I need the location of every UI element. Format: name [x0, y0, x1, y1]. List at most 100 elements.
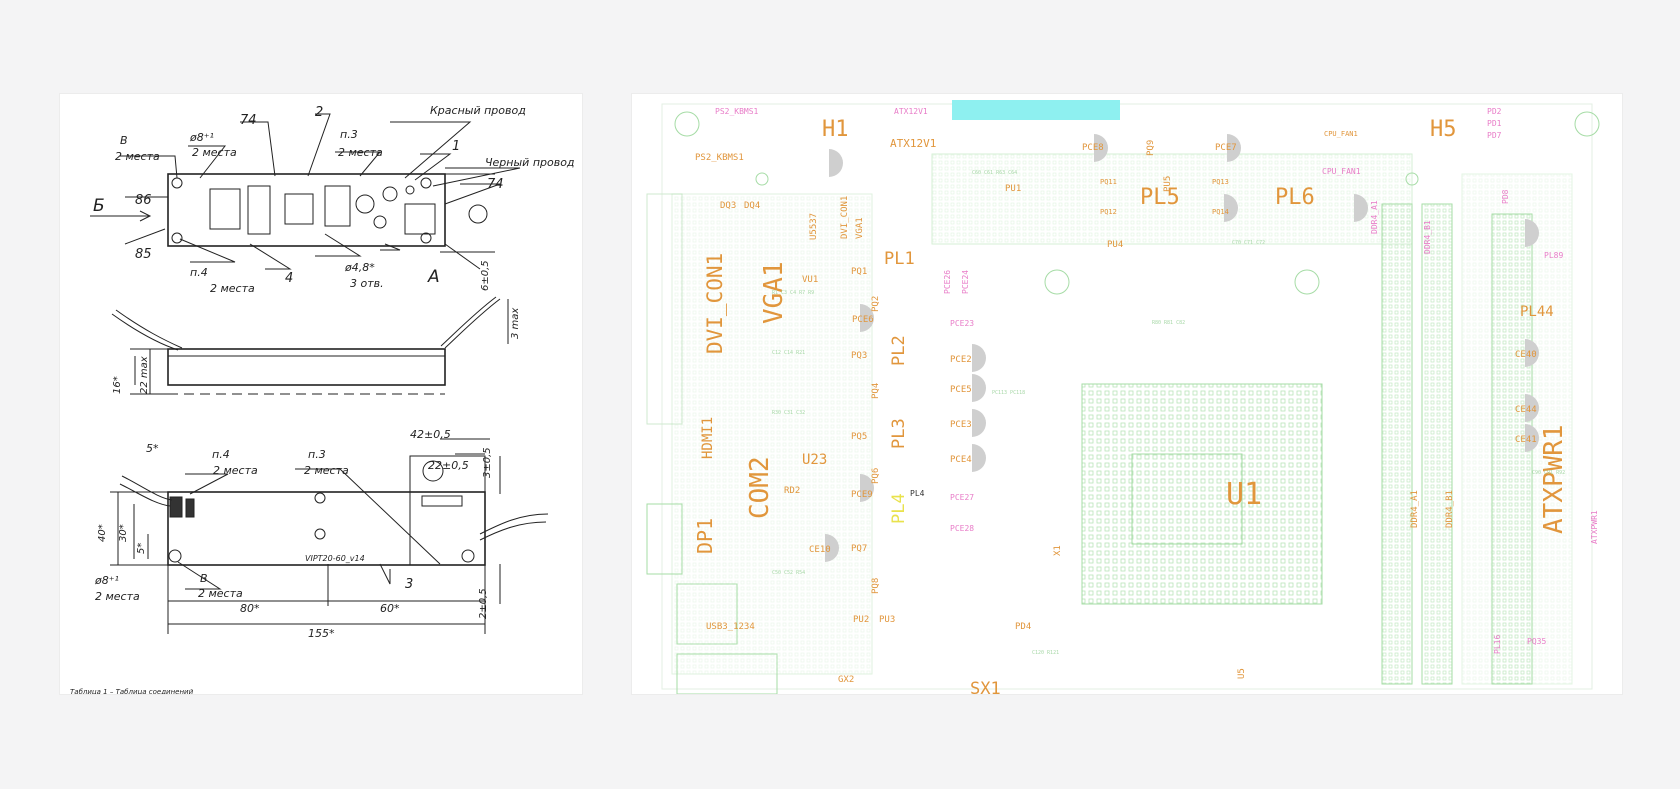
label-vga1-small: VGA1: [855, 217, 865, 239]
label-pce28: PCE28: [950, 524, 974, 533]
label-pq1: PQ1: [851, 267, 867, 277]
label-dvi-con1-small: DVI_CON1: [840, 196, 850, 239]
label-pl3: PL3: [889, 418, 909, 449]
svg-text:ø8⁺¹: ø8⁺¹: [94, 574, 119, 587]
label-pce6: PCE6: [852, 315, 874, 325]
label-pu2: PU2: [853, 615, 869, 625]
svg-text:VIPT20-60_v14: VIPT20-60_v14: [305, 554, 365, 563]
label-pce26: PCE26: [943, 270, 952, 294]
label-x1: X1: [1053, 545, 1063, 556]
label-u1: U1: [1226, 477, 1262, 512]
svg-text:2 места: 2 места: [210, 282, 255, 295]
label-ddr4-a1-pink: DDR4_A1: [1370, 200, 1379, 234]
svg-text:2 места: 2 места: [198, 587, 243, 600]
svg-text:C90 C91 R92: C90 C91 R92: [1532, 470, 1565, 476]
svg-text:22 max: 22 max: [139, 356, 150, 394]
svg-text:C50 C52 R54: C50 C52 R54: [772, 570, 805, 576]
svg-text:5*: 5*: [146, 442, 159, 455]
label-vu1: VU1: [802, 275, 818, 285]
svg-text:2 места: 2 места: [338, 146, 383, 159]
svg-text:C120 R121: C120 R121: [1032, 650, 1059, 656]
label-h1: H1: [822, 117, 849, 142]
svg-text:Таблица 1 – Таблица соединений: Таблица 1 – Таблица соединений: [70, 688, 194, 694]
label-pce5: PCE5: [950, 385, 972, 395]
svg-text:86: 86: [135, 193, 152, 208]
label-pu5: PU5: [1163, 176, 1173, 192]
label-cpu-fan1: CPU_FAN1: [1324, 130, 1358, 138]
label-pd2: PD2: [1487, 107, 1502, 116]
label-pce24: PCE24: [961, 270, 970, 294]
svg-text:C12 C14 R21: C12 C14 R21: [772, 350, 805, 356]
label-pl6: PL6: [1275, 185, 1315, 210]
svg-text:2 места: 2 места: [213, 464, 258, 477]
label-pl16: PL16: [1493, 635, 1502, 654]
pcb-layout-sheet: H1 H5 PL1 PL2 PL3 PL4 PL5 PL6 PL44 VGA1 …: [632, 94, 1622, 694]
label-pd4: PD4: [1015, 622, 1031, 632]
label-pq11: PQ11: [1100, 178, 1117, 186]
svg-text:155*: 155*: [308, 627, 335, 640]
label-ddr4-a1: DDR4_A1: [1410, 490, 1420, 528]
board-top-view: [167, 173, 446, 247]
svg-text:R30 C31 C32: R30 C31 C32: [772, 410, 805, 416]
label-dvi-con1: DVI_CON1: [703, 253, 727, 354]
label-ps2-kbms1: PS2_KBMS1: [695, 153, 744, 163]
svg-text:2 места: 2 места: [304, 464, 349, 477]
label-pce27: PCE27: [950, 493, 974, 502]
svg-text:2±0,5: 2±0,5: [478, 588, 489, 619]
label-com2: COM2: [745, 456, 775, 519]
label-ce41: CE41: [1515, 435, 1537, 445]
svg-text:C60 C61 R63 C64: C60 C61 R63 C64: [972, 170, 1017, 176]
svg-text:PC113 PC118: PC113 PC118: [992, 390, 1025, 396]
label-pu1: PU1: [1005, 184, 1021, 194]
svg-text:85: 85: [135, 247, 152, 262]
label-rd2: RD2: [784, 486, 800, 496]
technical-drawing-sheet: В 2 места ø8⁺¹ 2 места 74 2 п.3 2 места …: [60, 94, 582, 694]
label-pq3: PQ3: [851, 351, 867, 361]
label-pd7: PD7: [1487, 131, 1502, 140]
label-dq3: DQ3: [720, 201, 736, 211]
svg-text:2 места: 2 места: [95, 590, 140, 603]
svg-text:3 отв.: 3 отв.: [350, 277, 384, 290]
label-u5537: U5537: [809, 213, 819, 240]
label-pl2: PL2: [889, 335, 909, 366]
label-pd1: PD1: [1487, 119, 1502, 128]
label-usb3-1234: USB3_1234: [706, 622, 755, 632]
label-ce40: CE40: [1515, 350, 1537, 360]
label-pl4-small: PL4: [910, 489, 925, 498]
svg-text:6±0,5: 6±0,5: [480, 260, 491, 291]
label-vga1: VGA1: [759, 261, 789, 324]
svg-text:40*: 40*: [97, 524, 108, 542]
svg-text:R1 C3 C4 R7 R9: R1 C3 C4 R7 R9: [772, 290, 814, 296]
svg-text:Черный провод: Черный провод: [485, 156, 575, 169]
label-ddr4-b1: DDR4_B1: [1445, 490, 1455, 528]
board-side-view: [167, 348, 446, 386]
svg-text:4: 4: [285, 271, 293, 286]
cpu-socket-grid: [1081, 383, 1323, 605]
label-u23: U23: [802, 452, 827, 468]
label-h5: H5: [1430, 117, 1457, 142]
label-pl44: PL44: [1520, 304, 1554, 320]
label-pl4: PL4: [889, 493, 909, 524]
svg-text:Красный провод: Красный провод: [430, 104, 526, 117]
label-pq35: PQ35: [1527, 637, 1546, 646]
svg-text:42±0,5: 42±0,5: [410, 428, 451, 441]
label-cpu-fan1-pink: CPU_FAN1: [1322, 167, 1361, 176]
svg-text:C70 C71 C72: C70 C71 C72: [1232, 240, 1265, 246]
label-pq4: PQ4: [871, 383, 881, 399]
label-pu3: PU3: [879, 615, 895, 625]
svg-text:1: 1: [452, 139, 460, 154]
label-pl89: PL89: [1544, 251, 1563, 260]
svg-text:3±0,5: 3±0,5: [482, 447, 493, 478]
svg-text:В: В: [200, 572, 208, 585]
svg-text:16*: 16*: [112, 376, 123, 394]
svg-text:п.4: п.4: [190, 266, 208, 279]
label-ddr4-b1-pink: DDR4_B1: [1423, 220, 1432, 254]
label-pq9: PQ9: [1146, 140, 1156, 156]
svg-text:R80 R81 C82: R80 R81 C82: [1152, 320, 1185, 326]
label-pq6: PQ6: [871, 468, 881, 484]
svg-text:В: В: [120, 134, 128, 147]
label-pq12: PQ12: [1100, 208, 1117, 216]
highlight-marker: [952, 100, 1120, 120]
svg-text:3 max: 3 max: [510, 308, 521, 339]
svg-text:п.3: п.3: [308, 448, 326, 461]
